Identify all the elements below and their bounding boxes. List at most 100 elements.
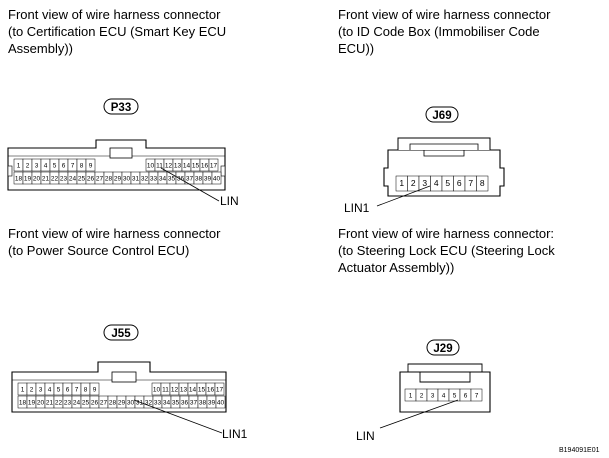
pin-number: 31 (132, 175, 140, 182)
pin-number: 11 (162, 386, 169, 393)
pin-number: 14 (183, 162, 191, 169)
pin-number: 2 (420, 392, 424, 399)
connector-j55-callout-line (133, 399, 223, 434)
pin-2: 2 (415, 388, 428, 402)
pin-34: 34 (161, 395, 172, 409)
pin-number: 26 (91, 399, 99, 406)
pin-number: 12 (171, 386, 179, 393)
pin-number: 27 (100, 399, 108, 406)
pin-number: 1 (409, 392, 413, 399)
pin-16: 16 (199, 158, 210, 172)
pin-number: 3 (422, 178, 427, 188)
pin-3: 3 (426, 388, 439, 402)
pin-13: 13 (172, 158, 183, 172)
pin-23: 23 (58, 171, 69, 185)
pin-number: 37 (186, 175, 194, 182)
pin-number: 33 (154, 399, 162, 406)
pin-number: 30 (123, 175, 131, 182)
pin-25: 25 (76, 171, 87, 185)
caption-j69-line-2: (to ID Code Box (Immobiliser Code (338, 24, 540, 39)
pin-34: 34 (157, 171, 168, 185)
pin-cell (211, 171, 222, 185)
pin-28: 28 (103, 171, 114, 185)
pin-19: 19 (26, 395, 37, 409)
pin-29: 29 (112, 171, 123, 185)
pin-40: 40 (211, 171, 222, 185)
pin-27: 27 (98, 395, 109, 409)
pin-3: 3 (418, 175, 431, 192)
pin-number: 21 (42, 175, 50, 182)
pin-21: 21 (44, 395, 55, 409)
pin-number: 5 (57, 386, 61, 393)
pin-22: 22 (53, 395, 64, 409)
connector-j69-label: J69 (432, 110, 451, 122)
pin-cell (470, 388, 483, 402)
caption-j29-line-3: Actuator Assembly)) (338, 260, 455, 275)
pin-10: 10 (145, 158, 156, 172)
pin-number: 4 (44, 162, 48, 169)
pin-8: 8 (476, 175, 489, 192)
pin-number: 40 (217, 399, 225, 406)
pin-33: 33 (148, 171, 159, 185)
caption-j69-line-3: ECU)) (338, 41, 375, 56)
pin-3: 3 (31, 158, 42, 172)
pin-6: 6 (62, 382, 73, 396)
pin-21: 21 (40, 171, 51, 185)
pin-2: 2 (407, 175, 420, 192)
caption-j69: Front view of wire harness connector (to… (338, 6, 550, 57)
pin-number: 7 (71, 162, 75, 169)
pin-number: 34 (163, 399, 171, 406)
pin-5: 5 (49, 158, 60, 172)
connector-j55-lock (111, 371, 137, 383)
pin-number: 15 (192, 162, 200, 169)
pin-number: 19 (28, 399, 36, 406)
pin-9: 9 (89, 382, 100, 396)
pin-number: 29 (114, 175, 122, 182)
pin-5: 5 (448, 388, 461, 402)
pin-8: 8 (80, 382, 91, 396)
connector-j69-latch-detail (409, 143, 479, 157)
pin-number: 3 (431, 392, 435, 399)
pin-27: 27 (94, 171, 105, 185)
pin-33: 33 (152, 395, 163, 409)
pin-number: 25 (82, 399, 90, 406)
pin-25: 25 (80, 395, 91, 409)
pin-number: 6 (457, 178, 462, 188)
pin-number: 39 (204, 175, 212, 182)
connector-p33-key-right (220, 165, 226, 177)
pin-12: 12 (163, 158, 174, 172)
pin-12: 12 (169, 382, 180, 396)
pin-number: 20 (37, 399, 45, 406)
pin-20: 20 (35, 395, 46, 409)
caption-p33-line-3: Assembly)) (8, 41, 74, 56)
pin-number: 21 (46, 399, 54, 406)
pin-31: 31 (130, 171, 141, 185)
pin-32: 32 (139, 171, 150, 185)
pin-4: 4 (430, 175, 443, 192)
caption-j69-line-1: Front view of wire harness connector (338, 7, 551, 22)
pin-17: 17 (214, 382, 225, 396)
pin-number: 38 (195, 175, 203, 182)
pin-number: 17 (216, 386, 224, 393)
pin-number: 27 (96, 175, 104, 182)
pin-number: 20 (33, 175, 41, 182)
pin-number: 10 (147, 162, 155, 169)
pin-cell (208, 158, 219, 172)
pin-19: 19 (22, 171, 33, 185)
pin-13: 13 (178, 382, 189, 396)
pin-number: 23 (60, 175, 68, 182)
pin-number: 35 (172, 399, 180, 406)
pin-4: 4 (40, 158, 51, 172)
pin-number: 36 (181, 399, 189, 406)
pin-38: 38 (197, 395, 208, 409)
pin-6: 6 (58, 158, 69, 172)
pin-number: 7 (475, 392, 479, 399)
pin-14: 14 (187, 382, 198, 396)
pin-cell (214, 382, 225, 396)
pin-number: 5 (445, 178, 450, 188)
